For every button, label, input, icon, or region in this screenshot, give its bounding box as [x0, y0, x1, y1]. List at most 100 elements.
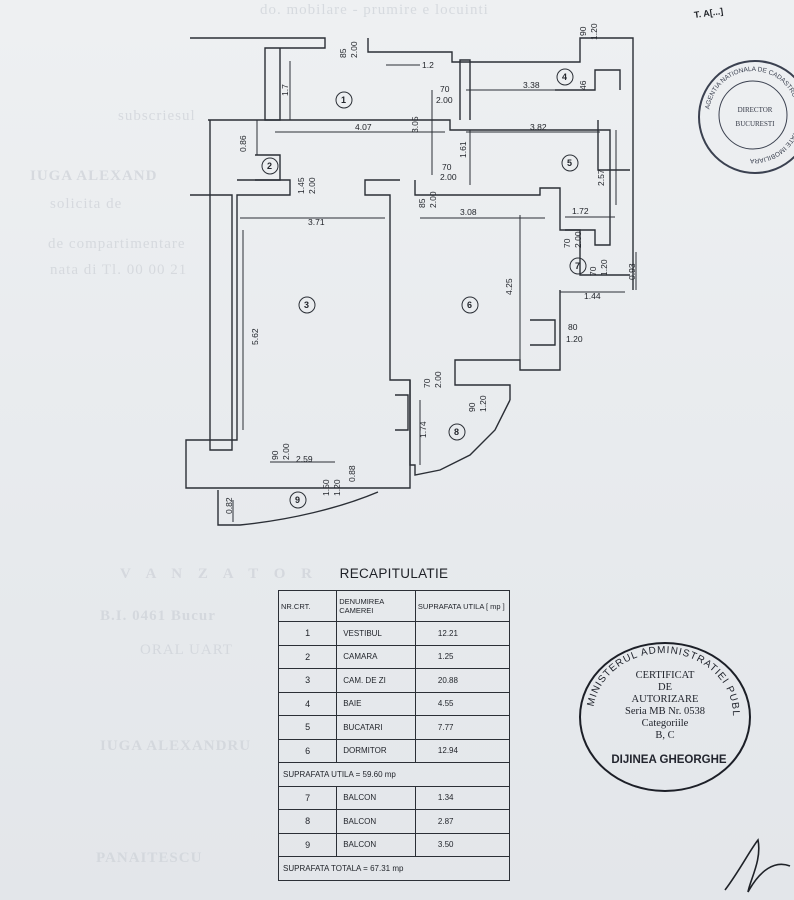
svg-text:0.82: 0.82: [224, 497, 234, 514]
svg-text:70: 70: [562, 238, 572, 248]
room-2-marker: [261, 157, 279, 175]
svg-text:2.59: 2.59: [296, 454, 313, 464]
svg-text:2.00: 2.00: [573, 231, 583, 248]
room-9-marker: [289, 491, 307, 509]
dimension-labels: 85 2.00 1.2 90 1.20 1.7 70 2.00 3.38 46 …: [224, 23, 637, 514]
svg-text:1.20: 1.20: [566, 334, 583, 344]
svg-text:2.00: 2.00: [307, 177, 317, 194]
svg-text:3.08: 3.08: [460, 207, 477, 217]
svg-text:1.74: 1.74: [418, 421, 428, 438]
svg-text:0.86: 0.86: [238, 135, 248, 152]
room-5-marker: [561, 154, 579, 172]
room-3-marker: [298, 296, 316, 314]
ghost-text: ORAL UART: [140, 642, 233, 658]
svg-text:80: 80: [568, 322, 578, 332]
svg-text:5.62: 5.62: [250, 328, 260, 345]
ghost-text: solicita de: [50, 196, 123, 212]
recap-header-row: NR.CRT. DENUMIREA CAMEREI SUPRAFATA UTIL…: [277, 590, 511, 622]
svg-text:90: 90: [270, 450, 280, 460]
svg-text:1.2: 1.2: [422, 60, 434, 70]
svg-text:0.88: 0.88: [347, 465, 357, 482]
authorization-stamp-ring: MINISTERUL ADMINISTRATIEI PUBLICE: [579, 642, 740, 717]
ghost-text: V A N Z A T O R: [120, 566, 318, 582]
svg-text:3.82: 3.82: [530, 122, 547, 132]
col-header-area: SUPRAFATA UTILA [ mp ]: [414, 590, 511, 622]
authorization-stamp-name: DIJINEA GHEORGHE: [611, 754, 727, 766]
svg-text:4.07: 4.07: [355, 122, 372, 132]
svg-text:1.20: 1.20: [478, 395, 488, 412]
svg-text:2.00: 2.00: [349, 41, 359, 58]
room-4-marker: [556, 68, 574, 86]
subtotal-text: SUPRAFATA UTILA = 59.60 mp: [278, 762, 510, 787]
svg-text:2.00: 2.00: [281, 443, 291, 460]
svg-text:1.7: 1.7: [280, 84, 290, 96]
room-6-marker: [461, 296, 479, 314]
svg-text:90: 90: [467, 402, 477, 412]
room-6-label: 6: [467, 300, 472, 310]
room-1-marker: [335, 91, 353, 109]
room-1-label: 1: [341, 95, 346, 105]
subtotal-row: SUPRAFATA UTILA = 59.60 mp: [278, 762, 510, 787]
svg-text:3.38: 3.38: [523, 80, 540, 90]
svg-text:0.93: 0.93: [627, 263, 637, 280]
cadastre-stamp-center: DIRECTOR: [737, 106, 773, 114]
room-9-label: 9: [295, 495, 300, 505]
signature-mark: [724, 838, 791, 893]
svg-text:1.44: 1.44: [584, 291, 601, 301]
svg-text:AGENTIA NATIONALA DE CADASTRU: AGENTIA NATIONALA DE CADASTRU SI PUBLICI…: [704, 66, 794, 164]
svg-text:85: 85: [338, 48, 348, 58]
svg-text:70: 70: [422, 378, 432, 388]
svg-text:1.20: 1.20: [332, 479, 342, 496]
svg-text:2.00: 2.00: [436, 95, 453, 105]
recap-table: NR.CRT. DENUMIREA CAMEREI SUPRAFATA UTIL…: [277, 590, 511, 881]
room-2-label: 2: [267, 161, 272, 171]
room-8-marker: [448, 423, 466, 441]
recap-title: RECAPITULATIE: [339, 566, 449, 581]
svg-text:1.20: 1.20: [599, 259, 609, 276]
ghost-text: PANAITESCU: [96, 850, 203, 866]
svg-text:4.25: 4.25: [504, 278, 514, 295]
col-header-name: DENUMIREA CAMEREI: [336, 590, 416, 622]
authorization-stamp-body: CERTIFICAT DE AUTORIZARE Seria MB Nr. 05…: [625, 670, 705, 741]
room-7-label: 7: [575, 261, 580, 271]
svg-text:70: 70: [442, 162, 452, 172]
ghost-text: do. mobilare - prumire e locuinti: [260, 2, 489, 18]
svg-text:1.45: 1.45: [296, 177, 306, 194]
room-3-label: 3: [304, 300, 309, 310]
cadastre-stamp-bottom: BUCURESTI: [735, 120, 775, 128]
cadastre-stamp: AGENTIA NATIONALA DE CADASTRU SI PUBLICI…: [698, 60, 794, 174]
svg-text:1.72: 1.72: [572, 206, 589, 216]
svg-text:3.05: 3.05: [410, 116, 420, 133]
svg-text:2.00: 2.00: [440, 172, 457, 182]
svg-text:1.50: 1.50: [321, 479, 331, 496]
room-7-marker: [569, 257, 587, 275]
ghost-text: de compartimentare: [48, 236, 186, 252]
svg-text:1.20: 1.20: [589, 23, 599, 40]
cadastre-stamp-ring: AGENTIA NATIONALA DE CADASTRU SI PUBLICI…: [704, 66, 794, 164]
plan-walls: [185, 37, 634, 526]
dimension-lines: [232, 61, 637, 522]
total-text: SUPRAFATA TOTALA = 67.31 mp: [278, 856, 510, 881]
svg-text:3.71: 3.71: [308, 217, 325, 227]
ghost-text: subscriesul: [118, 108, 196, 124]
svg-text:70: 70: [440, 84, 450, 94]
total-row: SUPRAFATA TOTALA = 67.31 mp: [278, 856, 510, 881]
room-5-label: 5: [567, 158, 572, 168]
svg-text:1.61: 1.61: [458, 141, 468, 158]
floor-plan: 1 2 3 4 5 6 7 8 9 85 2.00 1.2 90 1.20 1.…: [185, 23, 637, 526]
svg-text:46: 46: [578, 80, 588, 90]
svg-text:90: 90: [578, 26, 588, 36]
ghost-text: IUGA ALEXANDRU: [100, 738, 252, 754]
svg-text:2.57: 2.57: [596, 169, 606, 186]
col-header-nr: NR.CRT.: [277, 590, 338, 622]
